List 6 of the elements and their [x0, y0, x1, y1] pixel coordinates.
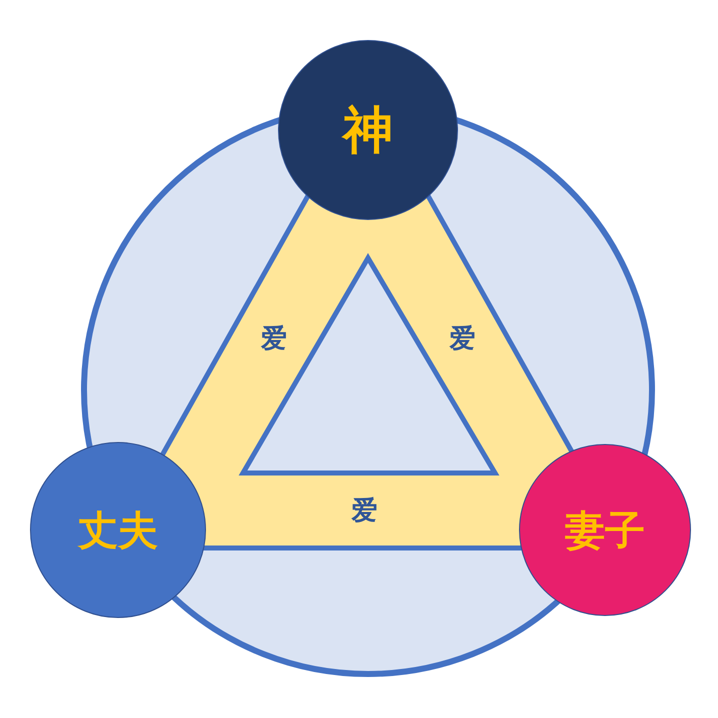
node-text: 妻子: [565, 506, 645, 556]
edge-label: 爱: [449, 326, 476, 352]
node-text: 神: [343, 100, 393, 160]
edge-label: 爱: [352, 498, 378, 524]
edge-label: 爱: [261, 326, 288, 352]
node-text: 丈夫: [78, 506, 158, 556]
